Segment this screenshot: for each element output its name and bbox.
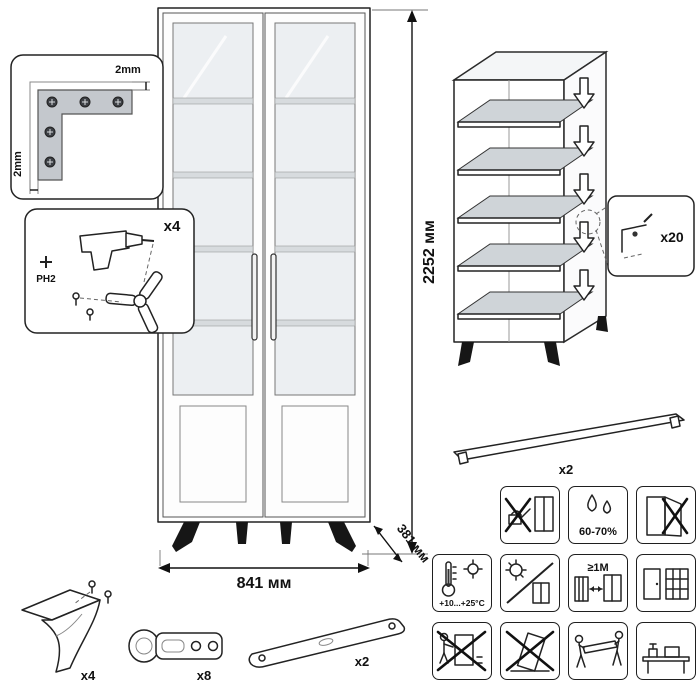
icon-no-door-lean (636, 486, 696, 544)
exploded-shelf-view: x20 (451, 50, 695, 366)
humidity-icon: 60-70% (579, 494, 617, 538)
mount-screws (72, 292, 123, 321)
width-dimension: 841 мм (158, 550, 370, 592)
leg-screws (73, 580, 112, 605)
temperature-icon: +10...+25°C (439, 559, 485, 608)
insert-arrows (573, 77, 595, 301)
handle-quantity-label: x2 (559, 462, 573, 477)
height-dimension: 2252 мм (362, 9, 438, 555)
icon-temperature-range: +10...+25°C (432, 554, 492, 612)
star-leg-mount (105, 271, 163, 334)
icon-no-dragging (432, 622, 492, 680)
ph2-bit-icon (40, 256, 52, 268)
window-distance-icon (643, 568, 689, 600)
icon-no-wet-cleaning (500, 486, 560, 544)
shelf-bracket-icon (621, 213, 653, 259)
icon-no-tilting (500, 622, 560, 680)
icon-avoid-sunlight (500, 554, 560, 612)
screw-bit-label: PH2 (36, 274, 56, 285)
width-dimension-label: 841 мм (237, 575, 292, 592)
heat-distance-icon: ≥1M (574, 562, 622, 602)
height-dimension-label: 2252 мм (421, 220, 438, 284)
corner-bracket-inset: 2mm 2mm (10, 54, 164, 200)
icon-humidity: 60-70% (568, 486, 628, 544)
icon-assembly-surface (636, 622, 696, 680)
leg-part: x4 (21, 580, 112, 683)
no-wet-cleaning-icon (504, 496, 554, 533)
icon-heat-distance: ≥1M (568, 554, 628, 612)
no-dragging-icon (436, 630, 487, 672)
hinge-quantity-label: x8 (197, 668, 211, 683)
corner-top-offset-dim: 2mm (115, 64, 150, 91)
corner-top-offset-label: 2mm (115, 64, 141, 76)
carcass-legs (458, 316, 608, 366)
corner-side-offset-label: 2mm (12, 151, 24, 177)
temperature-range-label: +10...+25°C (439, 598, 484, 608)
min-distance-label: ≥1M (587, 562, 608, 574)
drill-icon (79, 230, 155, 271)
humidity-range-label: 60-70% (579, 526, 617, 538)
shelf-fastener-quantity-label: x20 (660, 229, 684, 245)
handle-detail: x2 (453, 413, 685, 477)
legs-quantity-label: x4 (164, 218, 181, 235)
cabinet-shelves (172, 97, 356, 327)
icon-carry-two-people (568, 622, 628, 680)
carry-two-people-icon (574, 630, 624, 668)
drill-inset: x4 PH2 (24, 208, 195, 334)
brace-quantity-label: x2 (355, 654, 369, 669)
avoid-sunlight-icon (505, 559, 554, 604)
brace-part: x2 (248, 618, 406, 669)
hinge-part: x8 (128, 629, 223, 683)
inserted-shelves (456, 99, 594, 320)
cabinet-legs (172, 522, 356, 552)
no-door-lean-icon (646, 496, 689, 537)
no-tilting-icon (505, 630, 555, 672)
door-handles (251, 253, 277, 341)
bracket-screws (44, 96, 124, 168)
assembly-surface-icon (642, 643, 690, 674)
icon-window-distance (636, 554, 696, 612)
fastener-callout: x20 (575, 195, 695, 277)
corner-side-offset-dim: 2mm (12, 151, 39, 194)
leg-part-quantity-label: x4 (81, 668, 96, 683)
depth-dimension: 381 мм (373, 521, 433, 565)
